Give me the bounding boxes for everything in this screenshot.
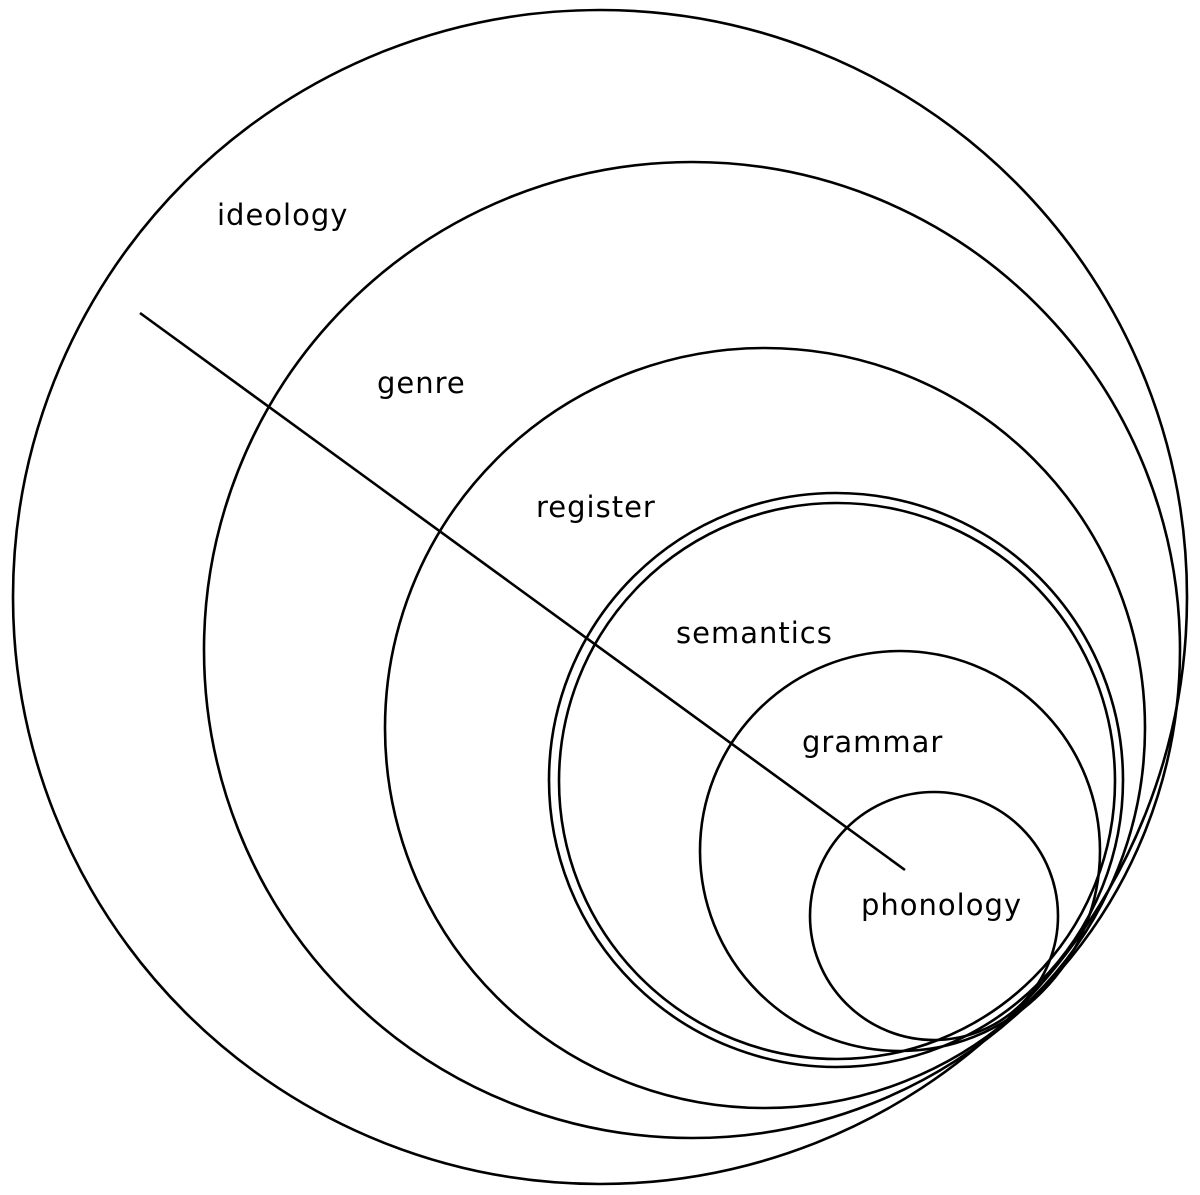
genre-label: genre	[377, 366, 466, 400]
grammar-circle	[698, 649, 1102, 1053]
ideology-label: ideology	[217, 198, 348, 232]
phonology-circle	[808, 790, 1060, 1042]
semantics-inner-circle	[557, 501, 1117, 1061]
ideology-circle	[11, 8, 1189, 1186]
genre-circle	[202, 160, 1182, 1140]
semantics-outer-circle	[547, 491, 1125, 1069]
register-circle	[383, 346, 1147, 1110]
radial-line	[139, 311, 906, 872]
phonology-label: phonology	[861, 888, 1022, 922]
register-label: register	[536, 490, 656, 524]
grammar-label: grammar	[802, 725, 943, 759]
semantics-label: semantics	[676, 616, 833, 650]
